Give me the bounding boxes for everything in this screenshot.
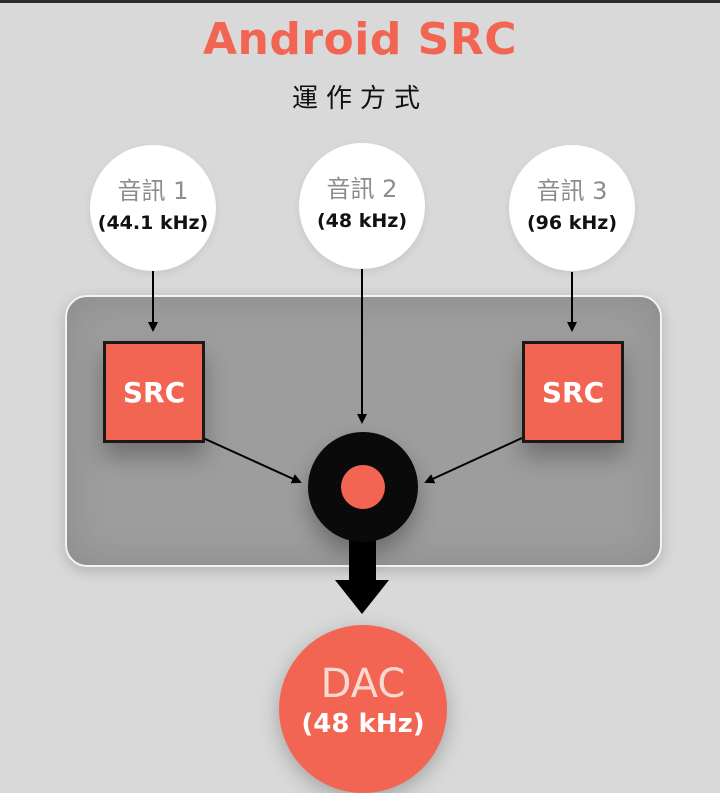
audio-mixer-node [308,432,418,542]
dac-output: DAC (48 kHz) [279,625,447,793]
audio-source-3-name: 音訊 3 [536,177,608,205]
src-converter-right: SRC [522,341,624,443]
arrow-mixer-to-dac [335,540,389,614]
audio-mixer-core [341,465,385,509]
top-border [0,0,720,3]
arrow-src1-to-mixer [202,437,302,484]
audio-source-3-rate: (96 kHz) [526,212,618,234]
audio-source-2-rate: (48 kHz) [316,210,408,232]
audio-source-3: 音訊 3 (96 kHz) [509,145,635,271]
audio-source-1-rate: (44.1 kHz) [97,212,209,234]
audio-source-1-name: 音訊 1 [117,177,189,205]
dac-rate: (48 kHz) [301,709,425,739]
audio-source-2: 音訊 2 (48 kHz) [299,143,425,269]
audio-source-2-name: 音訊 2 [326,175,398,203]
arrow-src3-to-mixer [424,437,523,484]
src-converter-left: SRC [103,341,205,443]
diagram-subtitle: 運作方式 [291,84,428,114]
diagram-title: Android SRC [202,14,518,65]
audio-source-1: 音訊 1 (44.1 kHz) [90,145,216,271]
dac-name: DAC [320,661,406,707]
